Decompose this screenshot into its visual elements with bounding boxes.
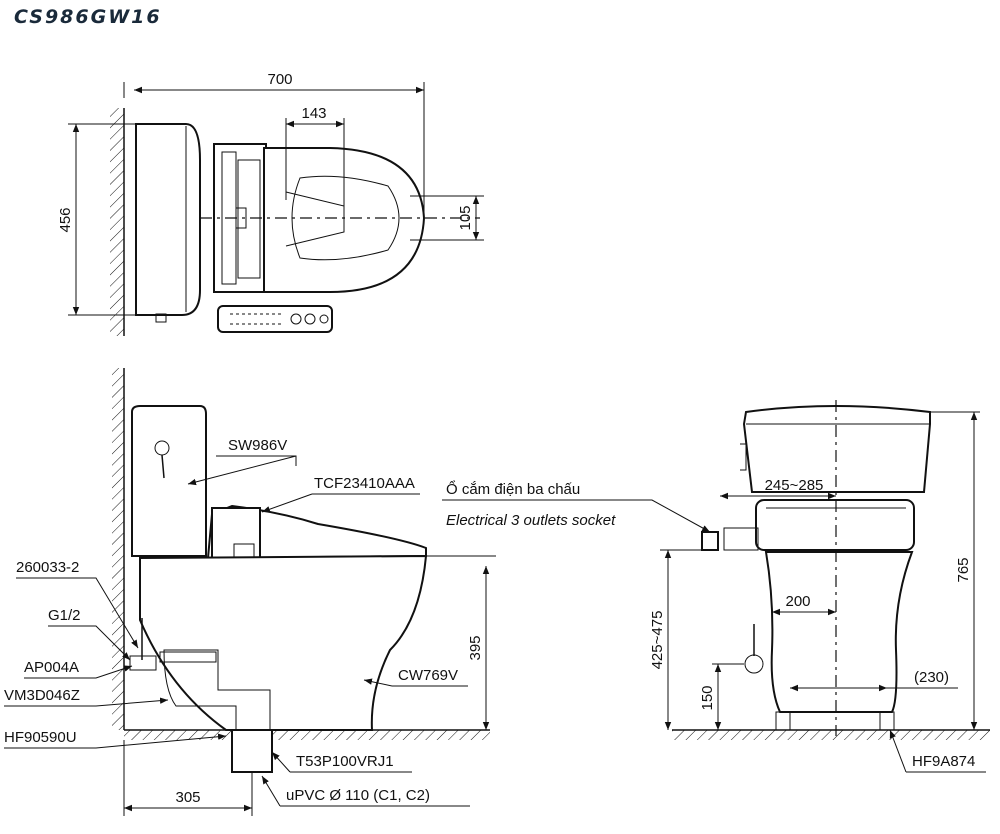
leader-stop-valve	[16, 577, 139, 649]
dim-200: 200	[785, 593, 810, 610]
leader-flange	[4, 733, 227, 749]
side-view: 395 305 SW986V TCF23410AAA CW769V 260033…	[4, 368, 496, 816]
model-title: CS986GW16	[14, 6, 162, 28]
floor-hatch-side	[124, 730, 490, 740]
dim-230: (230)	[914, 669, 949, 686]
label-tank: SW986V	[228, 437, 287, 454]
leader-adapter-arrow	[271, 751, 291, 773]
dim-150: 150	[699, 685, 716, 710]
seat-hinge-side	[211, 507, 261, 561]
seat-front-outline	[755, 499, 915, 551]
outlet-pipe	[231, 729, 273, 773]
dim-105: 105	[457, 205, 474, 230]
socket-box	[701, 531, 719, 551]
leader-bolt-arrow	[889, 729, 907, 773]
dim-305: 305	[175, 789, 200, 806]
wall-hatch-top	[110, 108, 124, 336]
label-seat: TCF23410AAA	[314, 475, 415, 492]
label-socket-vi: Ổ cắm điện ba chấu	[446, 480, 580, 498]
dim-143: 143	[301, 105, 326, 122]
leader-thread	[48, 625, 131, 661]
label-socket-en: Electrical 3 outlets socket	[446, 512, 616, 529]
bowl-side-outline	[139, 554, 428, 731]
leader-gasket	[4, 697, 169, 707]
tank-top-outline	[135, 123, 201, 316]
label-gasket: VM3D046Z	[4, 687, 80, 704]
label-pipe: uPVC Ø 110 (C1, C2)	[286, 787, 430, 804]
top-view: 700 143 456 105	[57, 71, 484, 336]
trap-path	[163, 649, 271, 731]
dim-425-475: 425~475	[649, 611, 666, 670]
seat-hinge-detail	[237, 159, 261, 279]
label-stop-valve: 260033-2	[16, 559, 79, 576]
label-bowl: CW769V	[398, 667, 458, 684]
front-view: 765 245~285 425~475 200 150 (230) HF9A87…	[442, 400, 990, 773]
leader-seat-arrow	[261, 493, 313, 513]
dim-765: 765	[955, 557, 972, 582]
trap-grid	[159, 651, 217, 663]
bolt-right	[879, 711, 895, 731]
label-adapter: T53P100VRJ1	[296, 753, 394, 770]
socket-plug	[723, 527, 759, 551]
remote-button-1	[290, 313, 302, 325]
tank-front-outline	[742, 404, 931, 493]
dim-700: 700	[267, 71, 292, 88]
label-bolt: HF9A874	[912, 753, 975, 770]
leader-pipe-arrow	[261, 775, 281, 807]
leader-hose	[24, 665, 133, 679]
leader-tank-arrow	[187, 455, 297, 486]
leader-tank	[216, 455, 297, 466]
dim-245-285: 245~285	[765, 477, 824, 494]
remote-button-2	[304, 313, 316, 325]
bowl-opening-top	[291, 175, 400, 261]
wall-hatch-side	[112, 368, 124, 730]
label-thread: G1/2	[48, 607, 81, 624]
tank-button	[155, 313, 167, 323]
remote-button-3	[319, 314, 329, 324]
leader-socket	[442, 499, 711, 533]
dim-456: 456	[57, 207, 74, 232]
bowl-jet-top	[285, 191, 345, 247]
leader-bowl-arrow	[363, 678, 393, 687]
label-hose: AP004A	[24, 659, 79, 676]
floor-hatch-front	[672, 730, 990, 740]
flush-lever-arm	[161, 454, 165, 479]
tank-side-outline	[131, 405, 207, 557]
label-flange: HF90590U	[4, 729, 77, 746]
remote-control	[217, 305, 333, 333]
flush-lever-front	[740, 443, 747, 471]
supply-valve-front	[744, 654, 764, 674]
stop-valve	[129, 655, 157, 671]
dim-395: 395	[467, 635, 484, 660]
bolt-left	[775, 711, 791, 731]
